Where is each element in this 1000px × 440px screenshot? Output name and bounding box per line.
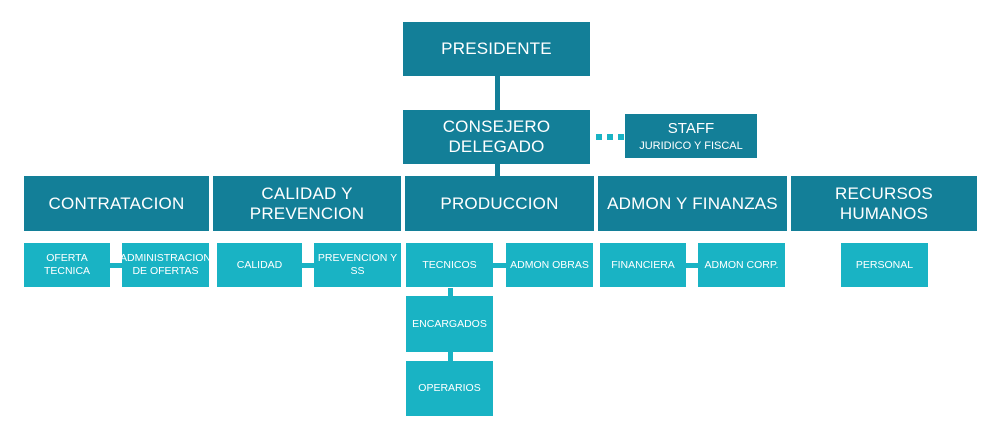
dotted-connector-dot-1 bbox=[596, 134, 602, 140]
dotted-connector-dot-3 bbox=[618, 134, 624, 140]
node-personal: PERSONAL bbox=[841, 243, 928, 287]
node-encargados: ENCARGADOS bbox=[406, 296, 493, 352]
node-admon-corp: ADMON CORP. bbox=[698, 243, 785, 287]
connector-tecnicos-encargados bbox=[448, 288, 453, 296]
node-contratacion: CONTRATACION bbox=[24, 176, 209, 231]
connector-president-ceo bbox=[495, 76, 500, 112]
node-financiera-label: FINANCIERA bbox=[611, 258, 675, 271]
node-prevencion-ss-label: PREVENCION Y SS bbox=[317, 252, 398, 277]
connector-tecnicos-admon-obras bbox=[492, 263, 508, 268]
node-admon-obras: ADMON OBRAS bbox=[506, 243, 593, 287]
node-president-label: PRESIDENTE bbox=[441, 39, 552, 58]
node-admon-corp-label: ADMON CORP. bbox=[704, 258, 779, 271]
node-calidad-label: CALIDAD bbox=[236, 258, 283, 271]
node-prevencion-ss: PREVENCION Y SS bbox=[314, 243, 401, 287]
dotted-connector-dot-2 bbox=[607, 134, 613, 140]
node-admon-finanzas-label: ADMON Y FINANZAS bbox=[607, 193, 778, 213]
node-recursos-humanos-label: RECURSOS HUMANOS bbox=[835, 183, 933, 223]
node-calidad: CALIDAD bbox=[217, 243, 302, 287]
connector-encargados-operarios bbox=[448, 352, 453, 362]
node-produccion-label: PRODUCCION bbox=[440, 193, 559, 213]
node-recursos-humanos: RECURSOS HUMANOS bbox=[791, 176, 977, 231]
node-personal-label: PERSONAL bbox=[855, 258, 914, 271]
connector-financiera-admon-corp bbox=[684, 263, 700, 268]
node-operarios-label: OPERARIOS bbox=[418, 382, 481, 394]
node-calidad-prevencion: CALIDAD Y PREVENCION bbox=[213, 176, 401, 231]
node-encargados-label: ENCARGADOS bbox=[412, 317, 487, 330]
node-staff-subtitle: JURIDICO Y FISCAL bbox=[639, 140, 743, 152]
node-administracion-ofertas: ADMINISTRACION DE OFERTAS bbox=[120, 243, 212, 287]
node-ceo-label: CONSEJERO DELEGADO bbox=[442, 117, 551, 156]
node-administracion-ofertas-label: ADMINISTRACION DE OFERTAS bbox=[120, 252, 212, 277]
node-staff-title: STAFF bbox=[667, 120, 715, 137]
node-contratacion-label: CONTRATACION bbox=[48, 193, 185, 213]
node-admon-finanzas: ADMON Y FINANZAS bbox=[598, 176, 787, 231]
node-admon-obras-label: ADMON OBRAS bbox=[510, 258, 589, 271]
node-oferta-tecnica: OFERTA TECNICA bbox=[24, 243, 110, 287]
connector-oferta-administracion bbox=[108, 263, 124, 268]
node-calidad-prevencion-label: CALIDAD Y PREVENCION bbox=[249, 183, 365, 223]
node-ceo: CONSEJERO DELEGADO bbox=[403, 110, 590, 164]
connector-calidad-prevencion bbox=[300, 263, 316, 268]
node-oferta-tecnica-label: OFERTA TECNICA bbox=[43, 252, 91, 277]
node-produccion: PRODUCCION bbox=[405, 176, 594, 231]
connector-ceo-produccion bbox=[495, 163, 500, 177]
node-president: PRESIDENTE bbox=[403, 22, 590, 76]
node-tecnicos: TECNICOS bbox=[406, 243, 493, 287]
node-operarios: OPERARIOS bbox=[406, 361, 493, 416]
node-tecnicos-label: TECNICOS bbox=[422, 258, 477, 271]
node-staff: STAFF JURIDICO Y FISCAL bbox=[625, 114, 757, 158]
node-financiera: FINANCIERA bbox=[600, 243, 686, 287]
